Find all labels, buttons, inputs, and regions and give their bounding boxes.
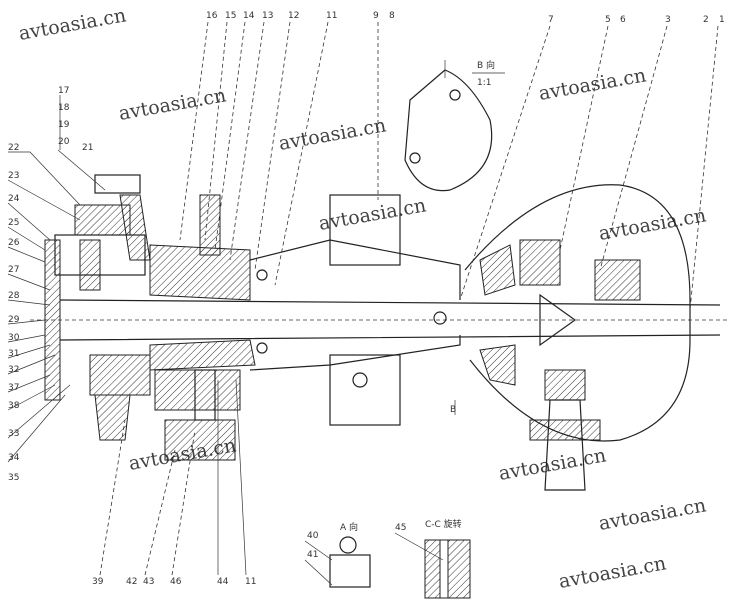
label: 1 — [719, 15, 725, 25]
label-41: 41 — [307, 550, 318, 560]
label: 11 — [245, 577, 256, 587]
section-c-title: C-C 旋转 — [425, 518, 462, 530]
watermark: avtoasia.cn — [597, 204, 708, 245]
label: 3 — [665, 15, 671, 25]
parking-brake — [154, 369, 241, 461]
watermark: avtoasia.cn — [277, 114, 388, 155]
label: 6 — [620, 15, 626, 25]
detail-a-view: A 向 40 41 — [304, 521, 371, 588]
watermark: avtoasia.cn — [497, 444, 608, 485]
left-labels: 17 18 19 20 21 22 23 24 25 26 27 28 29 3… — [7, 86, 106, 483]
label: 7 — [548, 15, 554, 25]
label: 5 — [605, 15, 611, 25]
label: 16 — [206, 11, 218, 21]
section-c-c: C-C 旋转 45 — [394, 518, 471, 599]
detail-b-title: B 向 — [477, 59, 495, 71]
label: 12 — [288, 11, 299, 21]
label: 25 — [8, 218, 19, 228]
top-labels: 16 15 14 13 12 11 9 8 7 5 6 3 2 1 — [179, 11, 725, 311]
label: 9 — [373, 11, 379, 21]
label: 28 — [8, 291, 20, 301]
watermark: avtoasia.cn — [17, 4, 128, 45]
label: 46 — [170, 577, 182, 587]
label: 15 — [225, 11, 236, 21]
bottom-labels: 39 42 43 46 44 11 — [92, 379, 256, 587]
watermark: avtoasia.cn — [597, 494, 708, 535]
label: 38 — [8, 401, 20, 411]
label: 22 — [8, 143, 19, 153]
label: 8 — [389, 11, 395, 21]
label-40: 40 — [307, 531, 319, 541]
label: 31 — [8, 349, 19, 359]
label: 35 — [8, 473, 19, 483]
detail-a-title: A 向 — [340, 521, 358, 533]
axle-shaft — [59, 299, 721, 341]
label: 34 — [8, 453, 20, 463]
label: 39 — [92, 577, 104, 587]
detail-b-view: B 向 1:1 — [404, 59, 505, 192]
differential-housing — [433, 184, 691, 491]
detail-b-scale: 1:1 — [477, 78, 491, 88]
label: 14 — [243, 11, 255, 21]
label: 20 — [58, 137, 70, 147]
label: 2 — [703, 15, 709, 25]
label: 11 — [326, 11, 337, 21]
label: 17 — [58, 86, 69, 96]
label: 42 — [126, 577, 137, 587]
label: 33 — [8, 429, 19, 439]
label: 37 — [8, 383, 19, 393]
label: 19 — [58, 120, 70, 130]
label: 23 — [8, 171, 19, 181]
watermark: avtoasia.cn — [557, 552, 668, 593]
label: 43 — [143, 577, 154, 587]
label: 18 — [58, 103, 70, 113]
watermark: avtoasia.cn — [317, 194, 428, 235]
watermark: avtoasia.cn — [537, 64, 648, 105]
label: 21 — [82, 143, 93, 153]
label-45: 45 — [395, 523, 406, 533]
arrow-b-label: B — [450, 405, 456, 415]
label: 13 — [262, 11, 273, 21]
label: 30 — [8, 333, 20, 343]
wheel-reducer — [44, 174, 151, 441]
label: 27 — [8, 265, 19, 275]
label: 29 — [8, 315, 20, 325]
label: 26 — [8, 238, 20, 248]
label: 32 — [8, 365, 19, 375]
watermark: avtoasia.cn — [117, 84, 228, 125]
label: 44 — [217, 577, 229, 587]
label: 24 — [8, 194, 20, 204]
axle-housing — [149, 194, 461, 426]
